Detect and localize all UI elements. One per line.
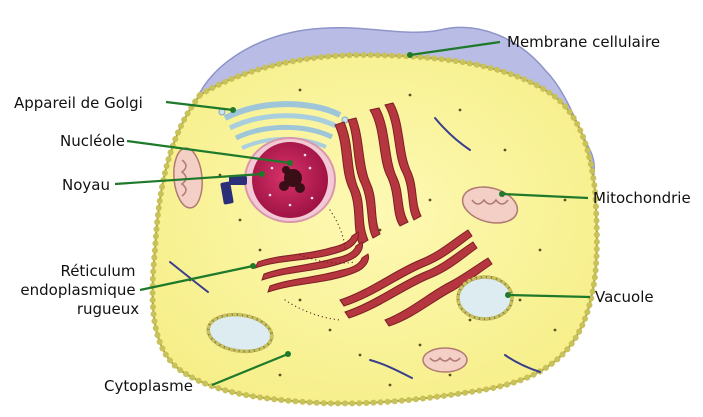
label-reticulum-line1: Réticulum (60, 262, 135, 280)
label-vacuole: Vacuole (595, 288, 654, 306)
label-reticulum-line3: rugueux (77, 300, 139, 318)
label-golgi: Appareil de Golgi (14, 94, 143, 112)
label-membrane: Membrane cellulaire (507, 33, 660, 51)
label-mitochondrie: Mitochondrie (593, 189, 691, 207)
nucleus (245, 138, 335, 222)
label-noyau: Noyau (62, 176, 110, 194)
label-nucleole: Nucléole (60, 132, 125, 150)
label-cytoplasme: Cytoplasme (104, 377, 193, 395)
label-reticulum-line2: endoplasmique (20, 281, 135, 299)
